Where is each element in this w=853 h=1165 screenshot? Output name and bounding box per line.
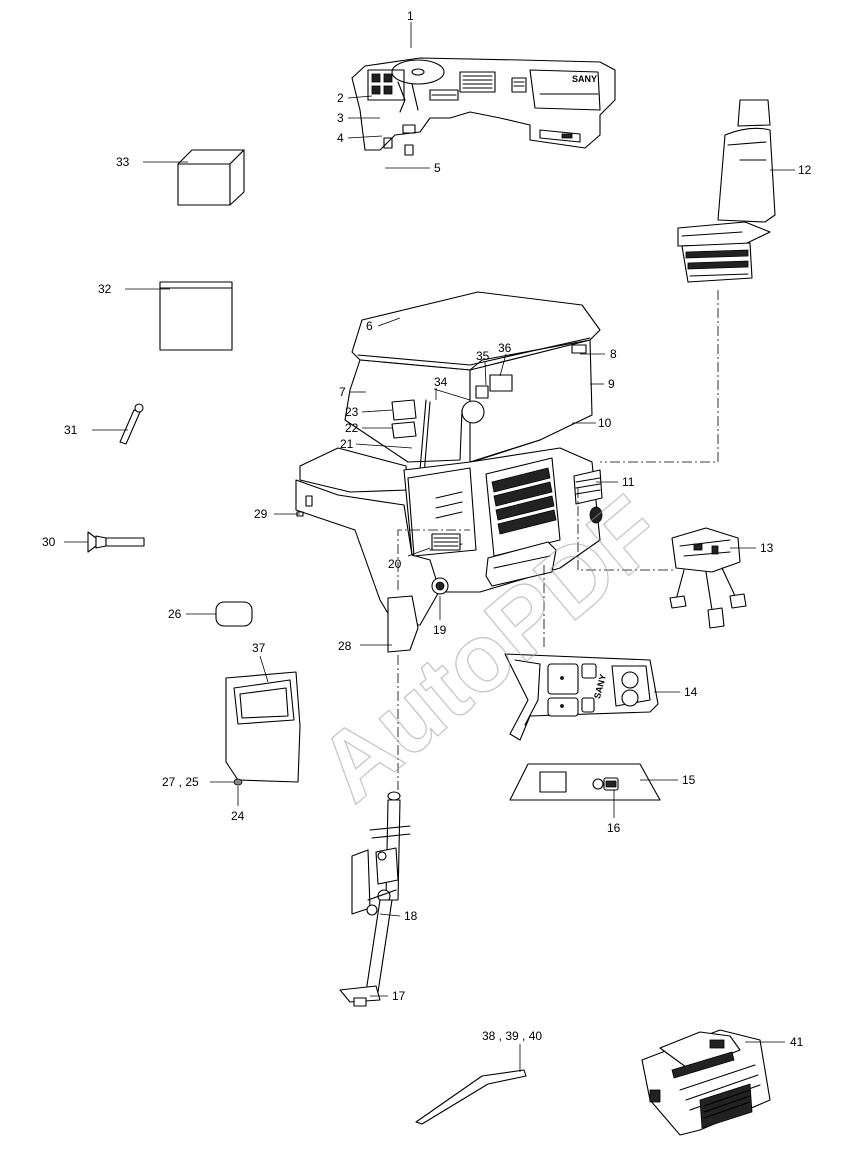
callout-37: 37	[252, 641, 266, 655]
callout-33: 33	[116, 155, 130, 169]
cab-assembly	[295, 291, 603, 653]
callout-18: 18	[404, 909, 418, 923]
callout-29: 29	[254, 507, 268, 521]
callout-38-39-40: 38 , 39 , 40	[482, 1029, 542, 1043]
callout-16: 16	[607, 821, 621, 835]
callout-31: 31	[64, 423, 78, 437]
box-part-33	[177, 149, 245, 206]
callout-12: 12	[798, 163, 812, 177]
trim-strip	[415, 1069, 527, 1125]
sheet-part-32	[159, 281, 233, 351]
callout-36: 36	[498, 341, 512, 355]
callout-2: 2	[337, 91, 344, 105]
callout-15: 15	[682, 773, 696, 787]
callout-17: 17	[392, 989, 406, 1003]
callout-5: 5	[434, 161, 441, 175]
callout-28: 28	[338, 639, 352, 653]
callout-4: 4	[337, 131, 344, 145]
pad-part-26	[215, 601, 253, 627]
callout-41: 41	[790, 1035, 804, 1049]
callout-35: 35	[476, 349, 490, 363]
plug-part-30	[87, 531, 145, 553]
callout-19: 19	[433, 623, 447, 637]
center-console: SANY	[504, 653, 659, 741]
steering-column	[339, 791, 411, 1007]
callout-14: 14	[684, 685, 698, 699]
callout-1: 1	[407, 9, 414, 23]
callout-21: 21	[340, 437, 354, 451]
pedal-assembly	[669, 527, 747, 629]
callout-26: 26	[168, 607, 182, 621]
driver-seat	[677, 99, 776, 283]
callout-7: 7	[339, 385, 346, 399]
callout-3: 3	[337, 111, 344, 125]
callout-24: 24	[231, 809, 245, 823]
door-panel	[225, 671, 301, 786]
callout-20: 20	[388, 557, 402, 571]
pin-part-31	[119, 403, 144, 445]
callout-34: 34	[434, 375, 448, 389]
callout-6: 6	[366, 319, 373, 333]
callout-23: 23	[345, 405, 359, 419]
callout-labels: 1 2 3 4 5 6 7 8 9 10 11 12 13 14 15 16 1…	[42, 9, 812, 1049]
callout-32: 32	[98, 282, 112, 296]
callout-30: 30	[42, 535, 56, 549]
callout-8: 8	[610, 347, 617, 361]
dashboard-assembly: SANY	[351, 57, 616, 156]
hvac-unit	[641, 1029, 771, 1136]
callout-27-25: 27 , 25	[162, 775, 199, 789]
callout-13: 13	[760, 541, 774, 555]
callout-9: 9	[608, 377, 615, 391]
callout-10: 10	[598, 416, 612, 430]
assembly-guide-lines	[397, 290, 719, 790]
callout-22: 22	[345, 421, 359, 435]
svg-text:SANY: SANY	[572, 74, 597, 84]
switch-panel	[509, 763, 661, 801]
callout-11: 11	[622, 475, 635, 489]
